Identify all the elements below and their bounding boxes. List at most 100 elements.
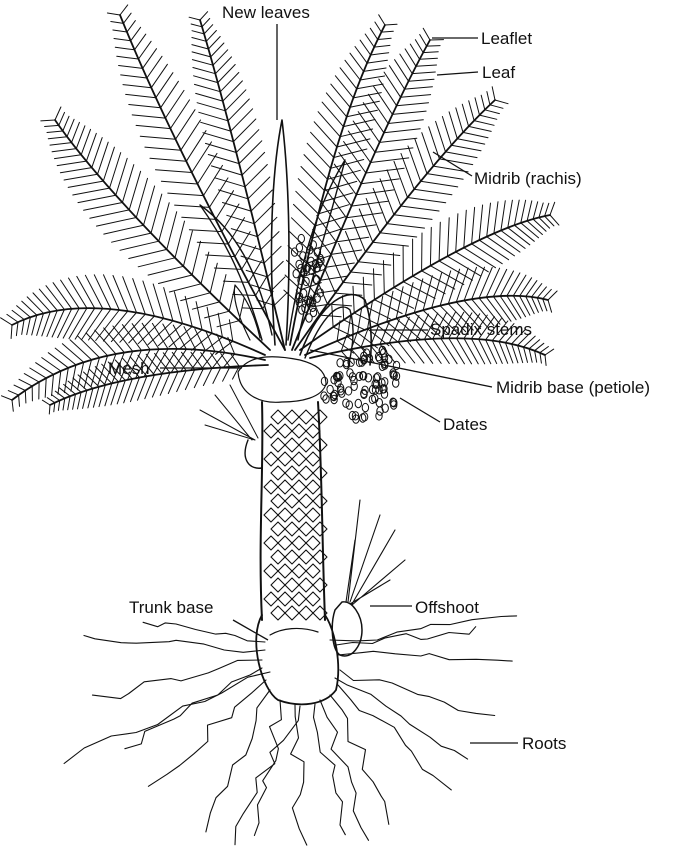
frond-rachis	[11, 307, 266, 356]
date-fruit	[344, 386, 353, 396]
date-fruit	[346, 368, 354, 378]
date-fruit	[290, 247, 299, 257]
date-fruit	[337, 386, 345, 396]
date-fruit	[305, 313, 313, 323]
date-fruit	[354, 398, 362, 409]
new-leaf-left	[199, 204, 273, 341]
date-fruit	[306, 245, 314, 255]
root	[329, 615, 518, 642]
frond-leaflets	[40, 106, 245, 328]
date-fruit	[371, 385, 380, 395]
label-midrib-rachis: Midrib (rachis)	[474, 169, 582, 188]
root	[319, 699, 370, 841]
new-leaf-spear	[270, 119, 290, 346]
root	[329, 694, 390, 825]
mesh-collar	[237, 356, 327, 403]
date-fruit	[351, 411, 360, 421]
date-fruit	[313, 262, 321, 273]
frond	[0, 274, 266, 356]
spadix-stem	[299, 293, 372, 366]
spadix-and-dates	[290, 233, 401, 424]
date-cluster	[290, 233, 325, 323]
date-fruit	[316, 288, 324, 298]
date-fruit	[378, 345, 387, 355]
root	[334, 677, 469, 760]
leader-line	[436, 71, 479, 76]
root	[337, 684, 452, 791]
frond	[294, 86, 509, 351]
fronds	[0, 4, 560, 415]
date-fruit	[304, 295, 312, 305]
date-fruit	[307, 256, 315, 266]
label-mesh: Mesh	[108, 359, 150, 378]
date-fruit	[336, 358, 344, 368]
date-fruit	[326, 384, 334, 395]
new-leaves	[199, 119, 346, 346]
date-fruit	[360, 354, 368, 364]
new-leaf-right	[287, 159, 346, 341]
frond-leaflets	[188, 11, 288, 306]
date-fruit	[332, 371, 341, 382]
date-fruit	[368, 394, 377, 405]
date-fruit	[360, 412, 369, 422]
date-cluster	[320, 357, 401, 424]
date-fruit	[390, 370, 398, 381]
frond-leaflets	[336, 266, 558, 354]
date-fruit	[359, 371, 368, 381]
date-fruit	[320, 376, 329, 386]
leader-line	[399, 397, 441, 423]
date-fruit	[380, 348, 388, 358]
roots	[63, 615, 518, 846]
root	[312, 703, 346, 836]
date-fruit	[300, 267, 308, 277]
date-fruit	[313, 275, 321, 285]
frond-rachis	[49, 364, 269, 406]
date-fruit	[295, 292, 304, 302]
date-fruit	[361, 402, 370, 413]
offshoot-drawing	[331, 499, 406, 657]
date-fruit	[307, 296, 315, 307]
date-fruit	[361, 385, 369, 395]
upper-offshoot-leaves	[199, 384, 259, 441]
date-fruit	[315, 258, 323, 268]
date-fruit	[333, 372, 341, 382]
label-leaf: Leaf	[482, 63, 516, 82]
frond-leaflets	[310, 86, 509, 318]
root	[124, 667, 263, 750]
root	[253, 699, 282, 837]
frond	[40, 106, 271, 351]
date-fruit	[334, 377, 342, 388]
root	[142, 621, 266, 643]
date-fruit	[322, 394, 330, 404]
date-fruit	[317, 256, 325, 266]
root	[63, 671, 271, 765]
date-fruit	[379, 384, 387, 394]
date-fruit	[385, 354, 393, 364]
date-fruit	[299, 288, 308, 298]
date-fruit	[381, 377, 389, 387]
frond-leaflets	[331, 199, 560, 337]
date-fruit	[375, 353, 384, 364]
offshoot-leaves	[345, 499, 406, 606]
frond	[106, 4, 286, 351]
frond	[299, 199, 560, 351]
date-fruit	[297, 233, 305, 244]
frond	[41, 351, 269, 415]
upper-offshoot-bulb	[244, 439, 263, 469]
label-roots: Roots	[522, 734, 567, 753]
label-new-leaves: New leaves	[222, 3, 310, 22]
leader-line	[232, 619, 269, 641]
root	[91, 659, 263, 700]
label-offshoot: Offshoot	[415, 598, 479, 617]
date-fruit	[330, 394, 338, 405]
label-midrib-base: Midrib base (petiole)	[496, 378, 651, 397]
date-fruit	[368, 384, 377, 395]
label-leader-lines	[160, 24, 518, 744]
date-fruit	[350, 381, 358, 391]
trunk	[199, 356, 340, 706]
frond-leaflets	[106, 4, 274, 310]
label-trunk-base: Trunk base	[129, 598, 214, 617]
date-fruit	[352, 414, 360, 424]
date-fruit	[381, 403, 389, 413]
date-fruit	[301, 303, 309, 313]
